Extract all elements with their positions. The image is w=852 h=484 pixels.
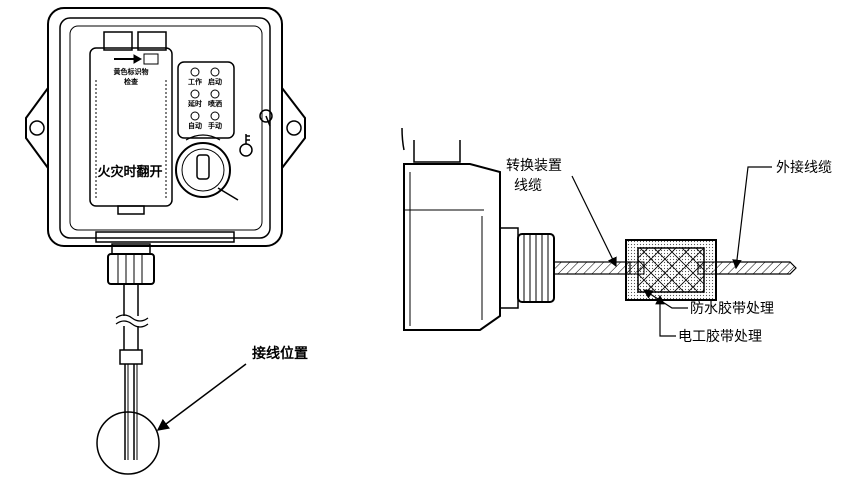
- waterproof-tape-leader: [642, 289, 688, 309]
- wiring-position-label: 接线位置: [252, 345, 308, 362]
- wiring-position-circle: [96, 411, 160, 475]
- converter-cable-label-2: 线缆: [514, 178, 542, 194]
- device-enclosure: [25, 7, 306, 475]
- auto-led-icon: [190, 111, 200, 121]
- fire-flip-label: 火灾时翻开: [97, 164, 162, 180]
- device-housing-section: [403, 163, 501, 331]
- screw-icon: [259, 109, 273, 123]
- key-switch: [175, 142, 231, 198]
- external-cable-label: 外接线缆: [776, 159, 832, 176]
- indicator-panel: [177, 61, 235, 139]
- indicator-label-delay: 延时: [187, 99, 202, 108]
- electrical-tape-leader: [655, 294, 676, 337]
- right-mount-hole-icon: [286, 120, 302, 136]
- left-mount-hole-icon: [29, 120, 45, 136]
- delay-led-icon: [190, 89, 200, 99]
- start-led-icon: [210, 67, 220, 77]
- manual-led-icon: [210, 111, 220, 121]
- external-cable-leader: [732, 166, 772, 270]
- converter-cable-label-1: 转换装置: [506, 157, 562, 174]
- indicator-label-auto: 自动: [188, 121, 202, 130]
- electrical-tape-label: 电工胶带处理: [678, 328, 762, 345]
- converter-cable-leader: [571, 175, 617, 268]
- work-led-icon: [190, 67, 200, 77]
- indicator-label-work: 工作: [188, 77, 202, 86]
- cable-gland: [107, 253, 155, 285]
- external-cable: [715, 261, 797, 275]
- indicator-label-start: 启动: [208, 77, 222, 86]
- yellow-mark-label-1: 黄色标识物: [114, 67, 149, 76]
- connector-detail: [401, 127, 797, 331]
- spray-led-icon: [210, 89, 220, 99]
- indicator-label-manual: 手动: [208, 121, 222, 130]
- indicator-label-spray: 喷洒: [208, 99, 222, 108]
- electrical-tape-block: [637, 247, 705, 293]
- waterproof-tape-label: 防水胶带处理: [690, 300, 774, 317]
- wiring-position-leader: [156, 363, 247, 431]
- yellow-mark-label-2: 检查: [124, 77, 139, 86]
- converter-cable: [553, 261, 631, 275]
- key-icon: [239, 134, 253, 157]
